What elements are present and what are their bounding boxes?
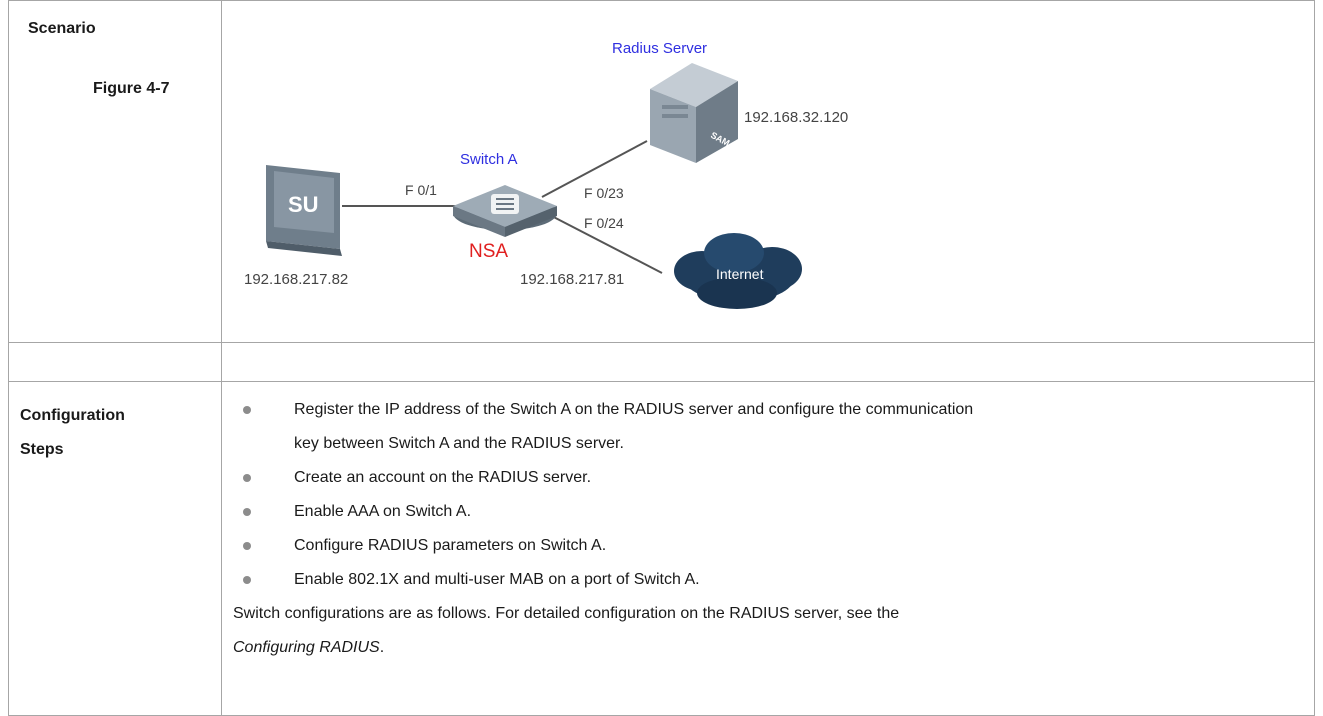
client-ip-label: 192.168.217.82 [244, 271, 348, 288]
bullet-icon [243, 508, 251, 516]
step-item: Configure RADIUS parameters on Switch A. [233, 529, 1296, 563]
switch-label: Switch A [460, 151, 518, 168]
link-switch-internet [541, 210, 663, 274]
link-switch-server [541, 140, 648, 198]
switch-icon [453, 185, 557, 237]
port-f024-label: F 0/24 [584, 215, 624, 231]
note-reference: Configuring RADIUS [233, 639, 380, 656]
step-item: Enable AAA on Switch A. [233, 495, 1296, 529]
step-text: key between Switch A and the RADIUS serv… [294, 435, 624, 452]
internet-cloud-icon: Internet [674, 233, 802, 309]
scenario-label-cell: Scenario Figure 4-7 [8, 0, 222, 343]
network-diagram: SU [244, 40, 848, 309]
note-end: . [379, 639, 385, 656]
steps-content-cell: Register the IP address of the Switch A … [221, 381, 1315, 716]
step-item: Register the IP address of the Switch A … [233, 393, 1296, 427]
steps-label-line2: Steps [20, 441, 64, 458]
configuration-steps-label: Configuration Steps [20, 399, 210, 467]
scenario-diagram-cell: SU [221, 0, 1315, 343]
step-text: Create an account on the RADIUS server. [294, 469, 592, 486]
step-item: Enable 802.1X and multi-user MAB on a po… [233, 563, 1296, 597]
step-item-continuation: key between Switch A and the RADIUS serv… [233, 427, 1296, 461]
step-item: Create an account on the RADIUS server. [233, 461, 1296, 495]
empty-content-cell [221, 342, 1315, 382]
scenario-label: Scenario [28, 20, 96, 37]
internet-label: Internet [716, 266, 764, 282]
step-text: Register the IP address of the Switch A … [294, 401, 974, 418]
bullet-icon [243, 542, 251, 550]
step-text: Enable AAA on Switch A. [294, 503, 472, 520]
steps-label-cell: Configuration Steps [8, 381, 222, 716]
bullet-icon [243, 576, 251, 584]
step-text: Enable 802.1X and multi-user MAB on a po… [294, 571, 700, 588]
configuration-note: Switch configurations are as follows. Fo… [233, 597, 1296, 665]
bullet-icon [243, 474, 251, 482]
port-f01-label: F 0/1 [405, 182, 437, 198]
bullet-icon [243, 406, 251, 414]
radius-server-ip: 192.168.32.120 [744, 109, 848, 126]
port-f023-label: F 0/23 [584, 185, 624, 201]
steps-label-line1: Configuration [20, 407, 125, 424]
radius-server-icon: SAM [650, 63, 738, 163]
empty-label-cell [8, 342, 222, 382]
document-table: Scenario Figure 4-7 SU [8, 0, 1315, 716]
steps-body: Register the IP address of the Switch A … [222, 382, 1314, 665]
note-text: Switch configurations are as follows. Fo… [233, 605, 900, 622]
radius-server-label: Radius Server [612, 40, 707, 57]
switch-tag-label: NSA [469, 241, 508, 262]
switch-ip-label: 192.168.217.81 [520, 271, 624, 288]
client-icon-text: SU [288, 192, 319, 217]
step-text: Configure RADIUS parameters on Switch A. [294, 537, 607, 554]
client-pc-icon: SU [266, 165, 342, 256]
figure-label: Figure 4-7 [93, 80, 170, 97]
